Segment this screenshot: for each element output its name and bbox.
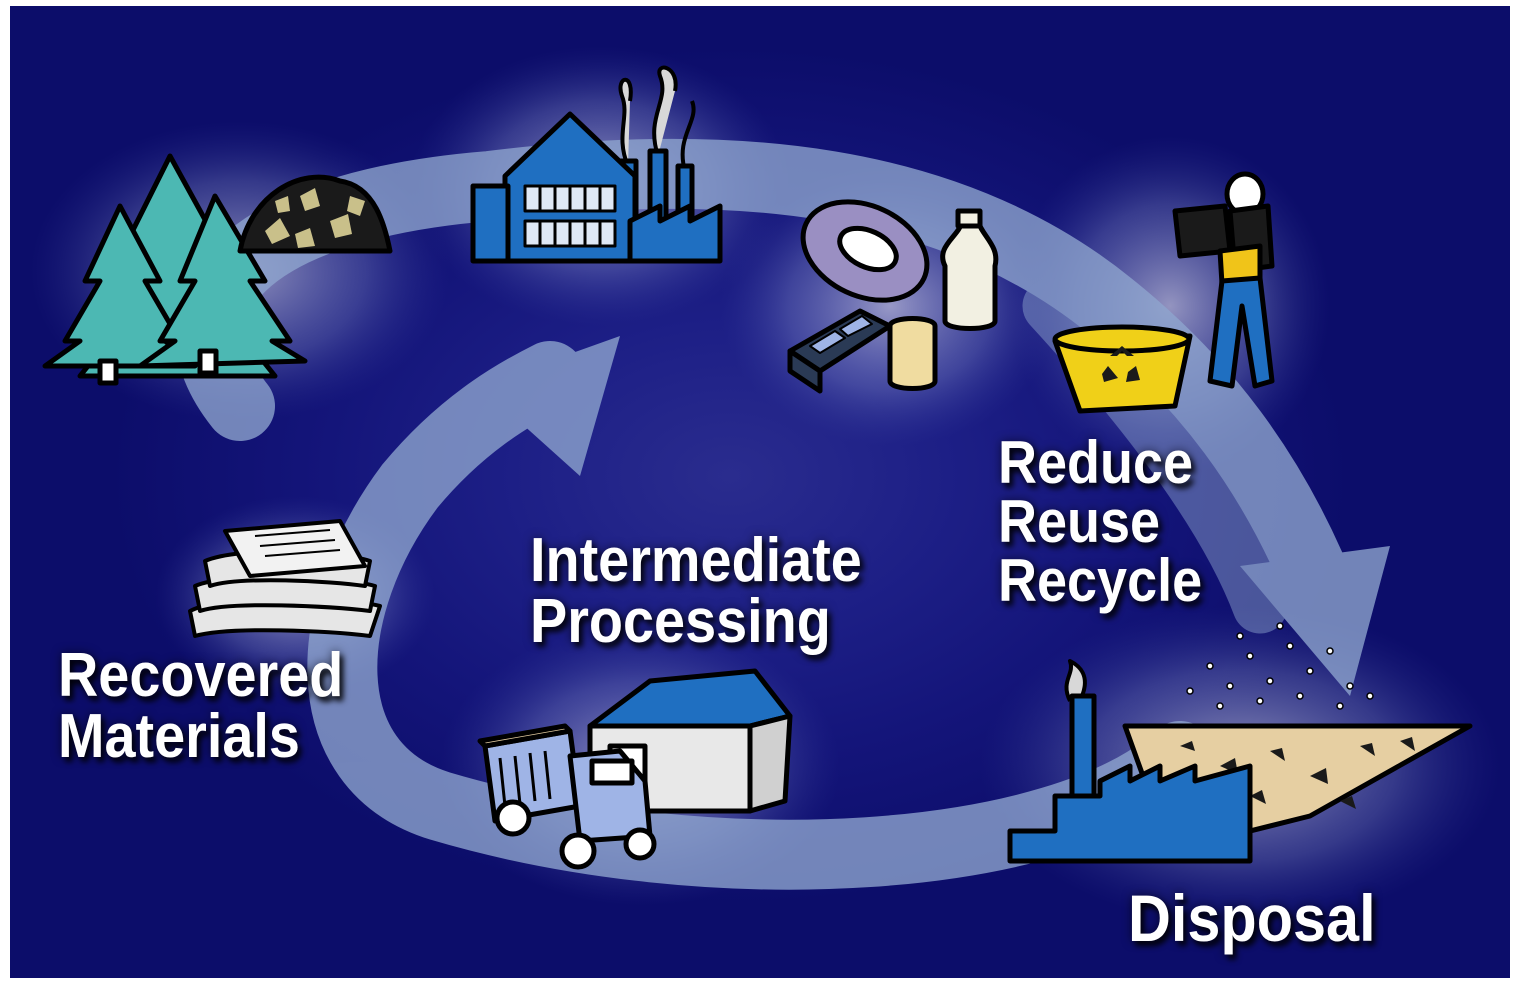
landfill-and-incinerator-icon xyxy=(1007,622,1473,864)
smoke-particles-icon xyxy=(1186,622,1374,710)
label-recovered-line1: Recovered xyxy=(58,641,344,710)
label-recovered-materials: Recovered Materials xyxy=(58,641,344,771)
label-intermediate-line1: Intermediate xyxy=(530,526,862,595)
trees-and-ore-icon xyxy=(42,153,393,386)
label-disposal: Disposal xyxy=(1128,881,1376,955)
newspaper-stack-icon xyxy=(188,519,382,638)
factory-icon xyxy=(470,65,723,264)
diagram-canvas: Recovered Materials Intermediate Process… xyxy=(10,6,1510,978)
inner-arrowhead xyxy=(480,336,620,476)
label-reuse: Reuse xyxy=(998,487,1161,555)
recycle-symbol-icon xyxy=(1102,346,1140,382)
consumer-products-icon xyxy=(787,199,999,394)
inner-loop-arrow xyxy=(307,341,1215,890)
label-recycle: Recycle xyxy=(998,546,1203,614)
label-reduce-reuse-recycle: Reduce Reuse Recycle xyxy=(998,429,1203,614)
label-recovered-line2: Materials xyxy=(58,701,300,771)
person-with-recycling-bin-icon xyxy=(1052,171,1275,414)
lifecycle-diagram xyxy=(30,46,1500,926)
label-intermediate-line2: Processing xyxy=(530,586,831,656)
outer-arrowhead xyxy=(1240,546,1390,696)
truck-and-warehouse-icon xyxy=(477,668,793,870)
label-reduce: Reduce xyxy=(998,429,1194,496)
label-intermediate-processing: Intermediate Processing xyxy=(530,526,862,656)
